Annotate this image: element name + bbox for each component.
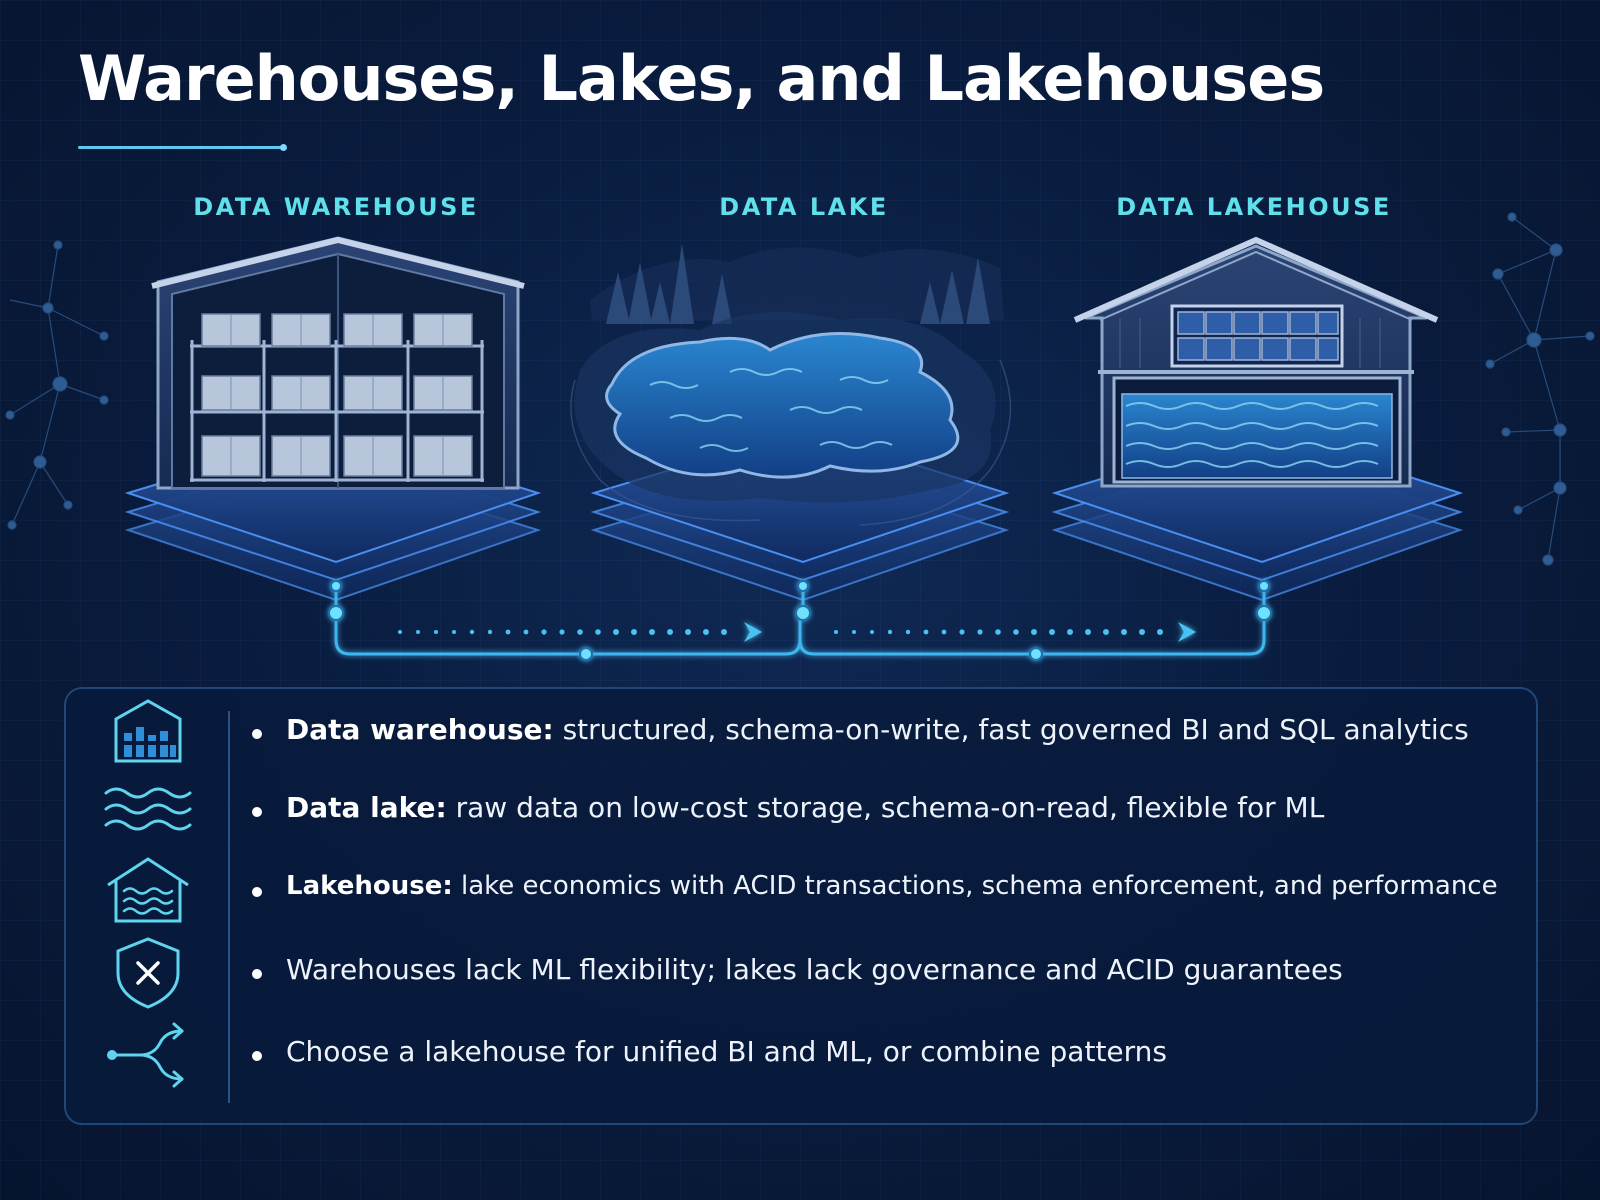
summary-body: Choose a lakehouse for unified BI and ML… [286, 1035, 1168, 1068]
summary-text-choose: Choose a lakehouse for unified BI and ML… [286, 1035, 1167, 1068]
summary-lead: Data warehouse: [286, 713, 554, 746]
bullet [252, 729, 262, 739]
bullet [252, 887, 262, 897]
label-data-warehouse: DATA WAREHOUSE [193, 193, 479, 221]
label-data-lake: DATA LAKE [719, 193, 889, 221]
summary-text-lake: Data lake: raw data on low-cost storage,… [286, 791, 1324, 824]
summary-body: lake economics with ACID transactions, s… [452, 871, 1498, 901]
flow-arrow-2 [834, 622, 1196, 642]
summary-row-lakehouse: Lakehouse: lake economics with ACID tran… [66, 851, 1540, 931]
warehouse-building [151, 236, 525, 490]
bullet [252, 969, 262, 979]
summary-text-warehouse: Data warehouse: structured, schema-on-wr… [286, 713, 1469, 746]
title-underline [78, 144, 287, 151]
summary-body: structured, schema-on-write, fast govern… [553, 713, 1469, 746]
waves-icon [102, 775, 194, 847]
summary-lead: Data lake: [286, 791, 447, 824]
lakehouse-icon [102, 855, 194, 927]
summary-body: raw data on low-cost storage, schema-on-… [446, 791, 1325, 824]
bullet [252, 807, 262, 817]
summary-panel: Data warehouse: structured, schema-on-wr… [64, 687, 1538, 1125]
warehouse-icon [102, 697, 194, 769]
summary-text-tradeoffs: Warehouses lack ML flexibility; lakes la… [286, 953, 1343, 986]
network-decoration-left [5, 240, 109, 530]
summary-text-lakehouse: Lakehouse: lake economics with ACID tran… [286, 871, 1498, 901]
summary-row-warehouse: Data warehouse: structured, schema-on-wr… [66, 693, 1540, 773]
lake-scene [570, 244, 1012, 526]
bullet [252, 1051, 262, 1061]
shield-x-icon [102, 937, 194, 1009]
flow-arrow-1 [398, 622, 762, 642]
lakehouse-building [1073, 236, 1439, 488]
summary-row-choose: Choose a lakehouse for unified BI and ML… [66, 1015, 1540, 1095]
summary-body: Warehouses lack ML flexibility; lakes la… [286, 953, 1343, 986]
summary-row-lake: Data lake: raw data on low-cost storage,… [66, 771, 1540, 851]
panel-divider [228, 711, 230, 1103]
summary-lead: Lakehouse: [286, 871, 453, 901]
branch-arrows-icon [102, 1019, 194, 1091]
pine-trees [606, 244, 990, 324]
label-data-lakehouse: DATA LAKEHOUSE [1116, 193, 1392, 221]
page-title: Warehouses, Lakes, and Lakehouses [78, 42, 1325, 115]
network-decoration-right [1485, 212, 1595, 566]
summary-row-tradeoffs: Warehouses lack ML flexibility; lakes la… [66, 933, 1540, 1013]
connector-nodes [328, 580, 1272, 661]
